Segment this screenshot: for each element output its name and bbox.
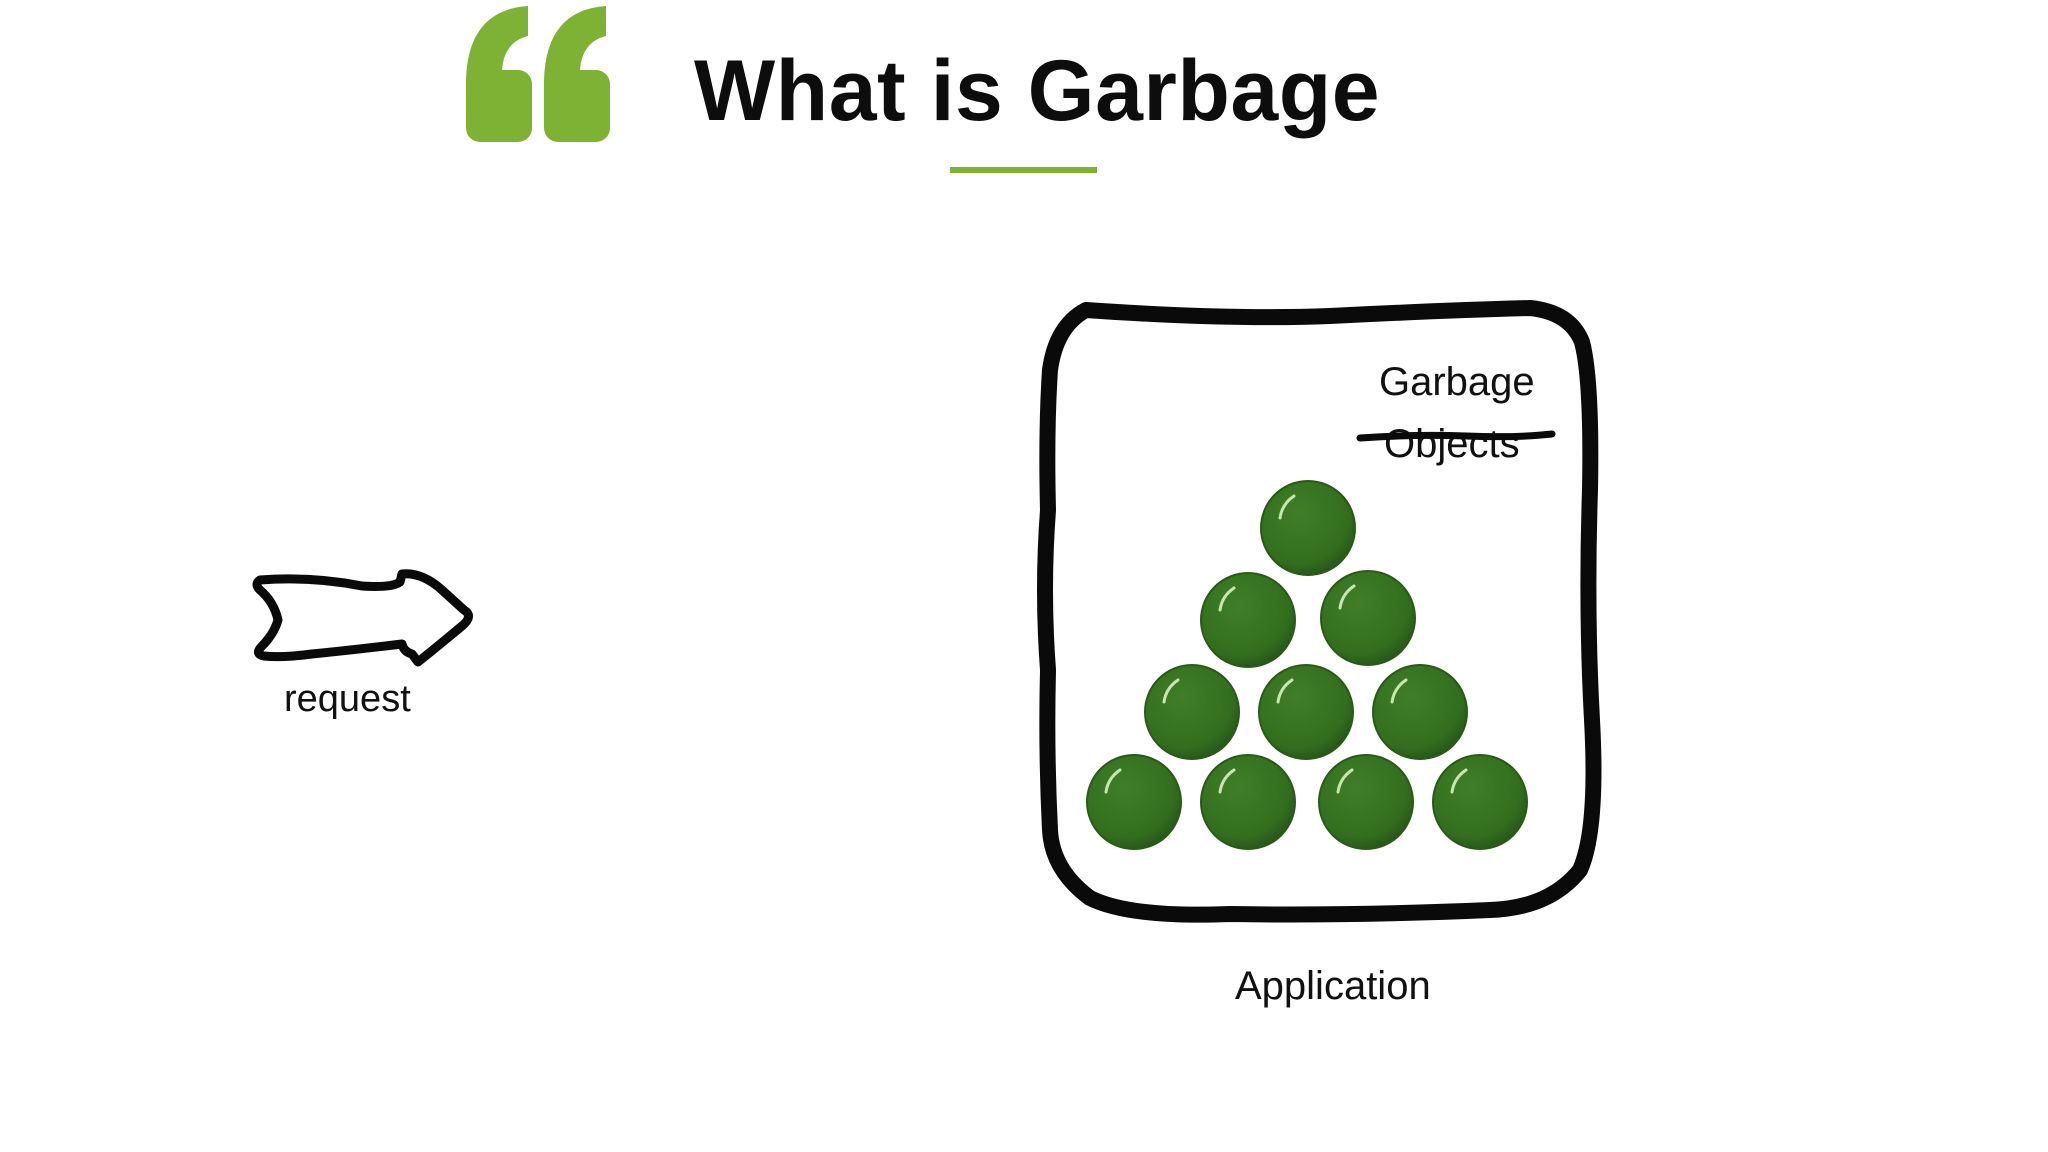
application-box [1037,300,1602,923]
objects-label-struck: Objects [1384,422,1520,466]
object-row-2 [1200,570,1416,668]
garbage-object [1258,664,1354,760]
object-row-3 [1144,664,1468,760]
quote-mark-icon [466,6,610,142]
garbage-object [1086,754,1182,850]
hand-drawn-arrow-icon [252,569,473,667]
garbage-object [1372,664,1468,760]
application-label: Application [1235,964,1431,1008]
garbage-object [1144,664,1240,760]
strikethrough-line [1356,430,1556,442]
garbage-object [1432,754,1528,850]
garbage-objects [1086,480,1528,850]
garbage-object [1200,754,1296,850]
garbage-object [1200,572,1296,668]
page-title: What is Garbage [694,43,1381,139]
request-label: request [284,678,411,720]
title-underline [950,167,1097,173]
garbage-object [1260,480,1356,576]
object-row-4 [1086,754,1528,850]
garbage-label: Garbage [1379,360,1535,404]
object-row-1 [1260,480,1356,576]
garbage-object [1320,570,1416,666]
garbage-object [1318,754,1414,850]
